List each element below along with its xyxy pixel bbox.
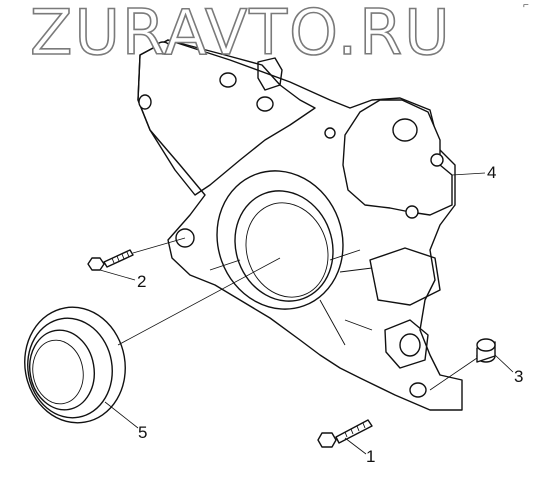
- callout-2: 2: [137, 272, 147, 291]
- ribs: [209, 249, 373, 346]
- boss-hole-3: [324, 127, 336, 139]
- leader-2: [99, 237, 186, 281]
- seal-housing-bore: [245, 202, 329, 298]
- callout-3: 3: [514, 367, 524, 386]
- pump-mount-block: [369, 247, 441, 306]
- pump-boss-hole: [392, 118, 418, 142]
- leader-4: [451, 172, 486, 176]
- upper-flange: [137, 39, 316, 196]
- bolt-part-2: [87, 249, 134, 271]
- lower-boss-hole: [399, 333, 421, 357]
- foot-hole: [409, 382, 427, 398]
- boss-hole-2: [256, 96, 274, 112]
- watermark-text: ZURAVTO.RU: [29, 0, 452, 69]
- callout-1: 1: [366, 447, 376, 466]
- oil-seal-part-5: [24, 306, 126, 424]
- boss-hole-1: [219, 72, 237, 88]
- corner-mark: ⌐: [523, 0, 529, 11]
- seal-housing-inner: [234, 190, 334, 302]
- callout-5: 5: [138, 423, 148, 442]
- dowel-part-3: [476, 338, 496, 363]
- lower-boss: [384, 319, 429, 369]
- leader-1: [344, 437, 367, 455]
- pump-lower-hole: [405, 205, 419, 219]
- oil-pump-housing: [342, 99, 453, 216]
- bolt-part-1: [317, 419, 373, 448]
- pump-small-hole: [430, 153, 444, 167]
- boss-block: [257, 57, 283, 91]
- callout-4: 4: [487, 163, 497, 182]
- leader-5: [104, 257, 281, 429]
- flange-hole-2: [155, 41, 171, 55]
- flange-hole-1: [138, 94, 152, 110]
- leader-3: [429, 354, 514, 391]
